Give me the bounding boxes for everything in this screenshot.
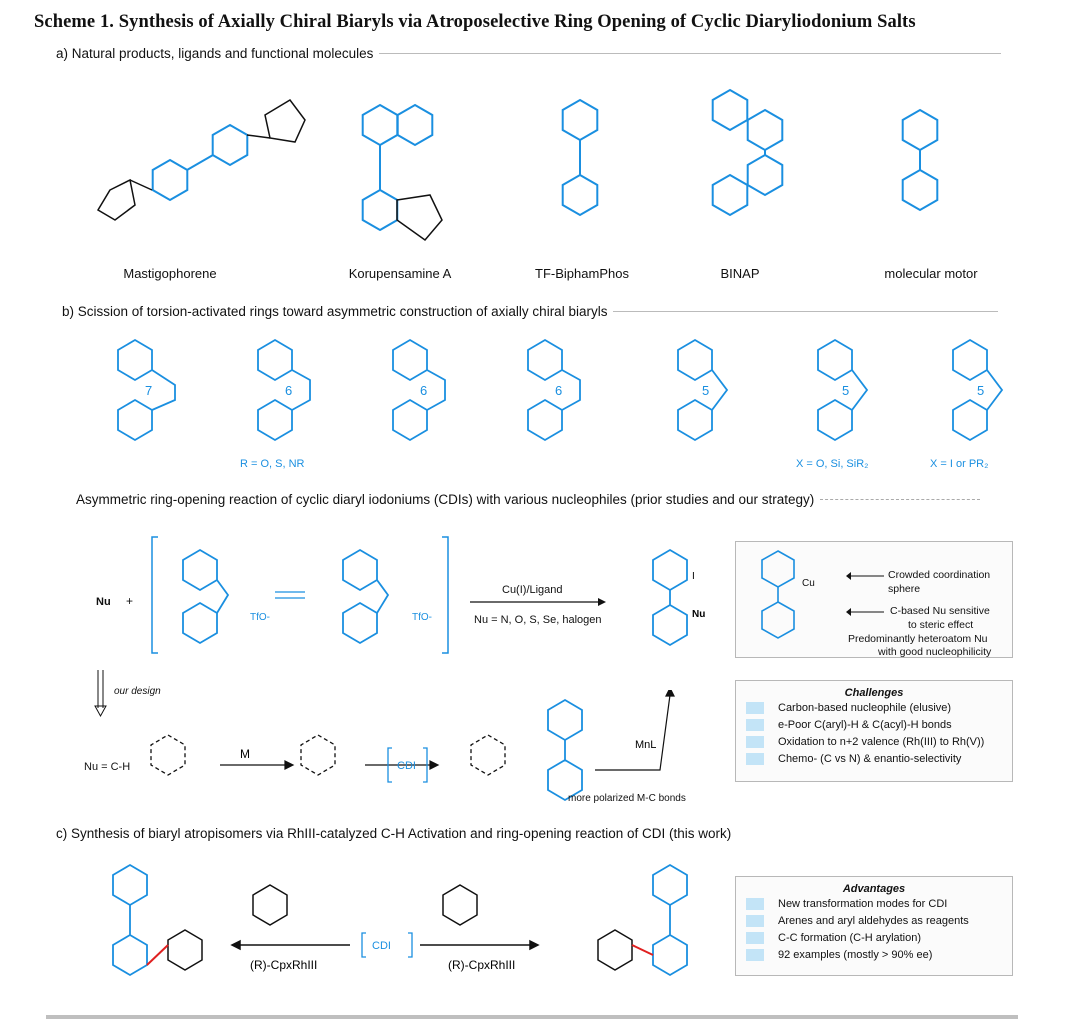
cdi-bottom-label: CDI [372,940,391,952]
product-nu-label: Nu [692,609,705,620]
r-definition: R = O, S, NR [240,458,305,470]
info-line-3: C-based Nu sensitive [890,605,990,617]
challenge-item: Chemo- (C vs N) & enantio-selectivity [736,750,1012,767]
korupensamine-name: Korupensamine A [348,266,452,281]
section-c-scheme: CDI (R)-CpxRhIII (R)-CpxRhIII [112,863,688,977]
plus-sign: + [126,594,134,608]
advantage-item: Arenes and aryl aldehydes as reagents [736,912,1012,929]
x-definition-1: X = O, Si, SiR₂ [796,458,869,470]
section-c-heading: c) Synthesis of biaryl atropisomers via … [56,826,732,841]
bottom-rule [46,1015,1018,1019]
info-line-4: to steric effect [908,619,974,631]
svg-text:I: I [692,571,695,582]
x-definition-2: X = I or PR₂ [930,458,989,470]
rh-catalyst-left: (R)-CpxRhIII [250,958,317,972]
polarized-bonds-note: more polarized M-C bonds [568,793,686,804]
svg-text:Cu: Cu [802,578,815,589]
info-line-6: with good nucleophilicity [878,646,992,658]
counterion-2: TfO- [412,612,432,623]
advantage-item: 92 examples (mostly > 90% ee) [736,946,1012,963]
design-arrow [94,670,107,718]
nu-label: Nu [96,596,111,608]
cdi-equilibrium: TfO- TfO- [151,536,449,654]
cdi-heading: Asymmetric ring-opening reaction of cycl… [76,492,981,507]
ring-size-6b: 6 [420,383,427,398]
nu-ch-label: Nu = C-H [84,761,131,773]
torsion-ring-structures: 7 6 6 6 5 5 5 [117,338,1004,442]
challenge-item: e-Poor C(aryl)-H & C(acyl)-H bonds [736,716,1012,733]
copper-complex: Cu [761,550,815,639]
ring-size-6a: 6 [285,383,292,398]
advantage-item: C-C formation (C-H arylation) [736,929,1012,946]
reaction-arrow-1 [470,598,606,606]
our-design-label: our design [114,686,161,697]
rh-catalyst-right: (R)-CpxRhIII [448,958,515,972]
challenges-box: Challenges Carbon-based nucleophile (elu… [735,680,1013,782]
ring-size-5b: 5 [842,383,849,398]
binap-name: BINAP [720,266,760,281]
ring-size-7: 7 [145,383,152,398]
nucleophile-scope: Nu = N, O, S, Se, halogen [474,614,602,626]
challenge-item: Oxidation to n+2 valence (Rh(III) to Rh(… [736,733,1012,750]
counterion-1: TfO- [250,612,270,623]
advantages-box: Advantages New transformation modes for … [735,876,1013,976]
tf-biphamphos-name: TF-BiphamPhos [535,266,629,281]
mnl-label: MnL [635,739,656,751]
structures-section-a [96,89,939,242]
ring-size-6c: 6 [555,383,562,398]
challenges-title: Challenges [844,687,904,699]
ring-size-5a: 5 [702,383,709,398]
ring-opened-product: I Nu [652,548,705,647]
ch-activation-scheme: M CDI MnL [150,690,675,802]
info-line-2: sphere [888,583,921,595]
section-a-heading: a) Natural products, ligands and functio… [56,46,1002,61]
molecular-motor-name: molecular motor [884,266,978,281]
scheme-title: Scheme 1. Synthesis of Axially Chiral Bi… [34,12,916,32]
challenge-item: Carbon-based nucleophile (elusive) [736,699,1012,716]
cdi-mid-label: CDI [397,760,416,772]
metal-label: M [240,747,250,761]
advantage-item: New transformation modes for CDI [736,895,1012,912]
mastigophorene-name: Mastigophorene [123,266,217,281]
copper-catalyst: Cu(I)/Ligand [502,584,563,596]
info-line-1: Crowded coordination [888,569,991,581]
ring-size-5c: 5 [977,383,984,398]
info-line-5: Predominantly heteroatom Nu [848,633,988,645]
copper-info-box: Cu Crowded coordination sphere C-based N… [735,541,1013,658]
advantages-title: Advantages [842,883,906,895]
section-b-heading: b) Scission of torsion-activated rings t… [62,304,999,319]
